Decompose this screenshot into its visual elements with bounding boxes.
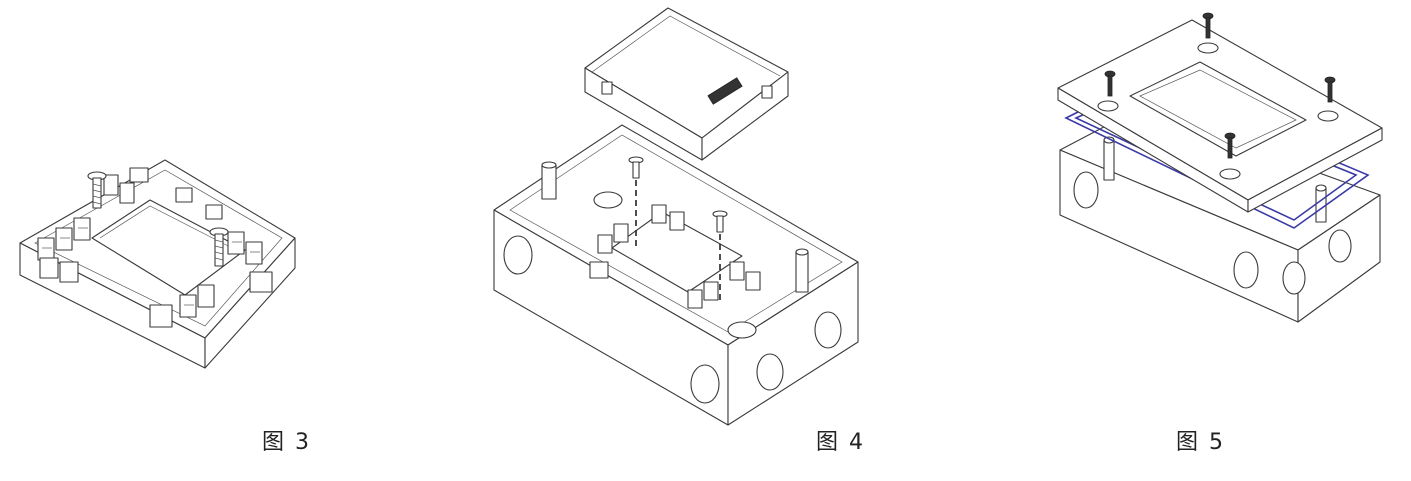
knockout-1 bbox=[503, 235, 533, 275]
knockout-1 bbox=[1073, 171, 1099, 209]
pcb-board bbox=[91, 199, 246, 296]
screw-left bbox=[87, 171, 107, 209]
figure-3: 图 3 bbox=[0, 0, 420, 481]
terminal-block-top bbox=[103, 167, 223, 220]
figure-4-caption: 图 4 bbox=[816, 430, 865, 455]
screw-2 bbox=[1104, 70, 1116, 97]
figure-4: 图 4 bbox=[480, 0, 880, 481]
screw-right bbox=[209, 227, 229, 267]
knockout-3 bbox=[1282, 261, 1306, 295]
screw-3 bbox=[1324, 76, 1336, 103]
figure-4-drawing bbox=[493, 7, 859, 426]
screw-1 bbox=[1202, 12, 1214, 39]
lid bbox=[1057, 19, 1383, 213]
pcb-board bbox=[611, 211, 743, 293]
base-right-wall bbox=[204, 237, 296, 369]
figure-5-drawing bbox=[1057, 12, 1383, 323]
figure-3-caption: 图 3 bbox=[262, 430, 311, 455]
lid-logo-mark bbox=[707, 77, 743, 105]
screw-left bbox=[628, 156, 644, 250]
knockout-3 bbox=[756, 353, 784, 391]
knockout-4 bbox=[1328, 229, 1352, 263]
terminal-block-right bbox=[149, 231, 273, 328]
screw-4 bbox=[1224, 132, 1236, 159]
figure-5-caption: 图 5 bbox=[1176, 430, 1225, 455]
lid bbox=[584, 7, 789, 161]
knockout-2 bbox=[690, 364, 720, 404]
figure-3-drawing bbox=[19, 159, 296, 369]
knockout-4 bbox=[814, 311, 842, 349]
display-window bbox=[1129, 61, 1307, 157]
figure-5: 图 5 bbox=[1050, 0, 1390, 481]
knockout-2 bbox=[1233, 251, 1259, 289]
terminal-blocks bbox=[589, 204, 761, 309]
screw-right bbox=[712, 210, 728, 300]
terminal-block-left bbox=[37, 217, 91, 283]
